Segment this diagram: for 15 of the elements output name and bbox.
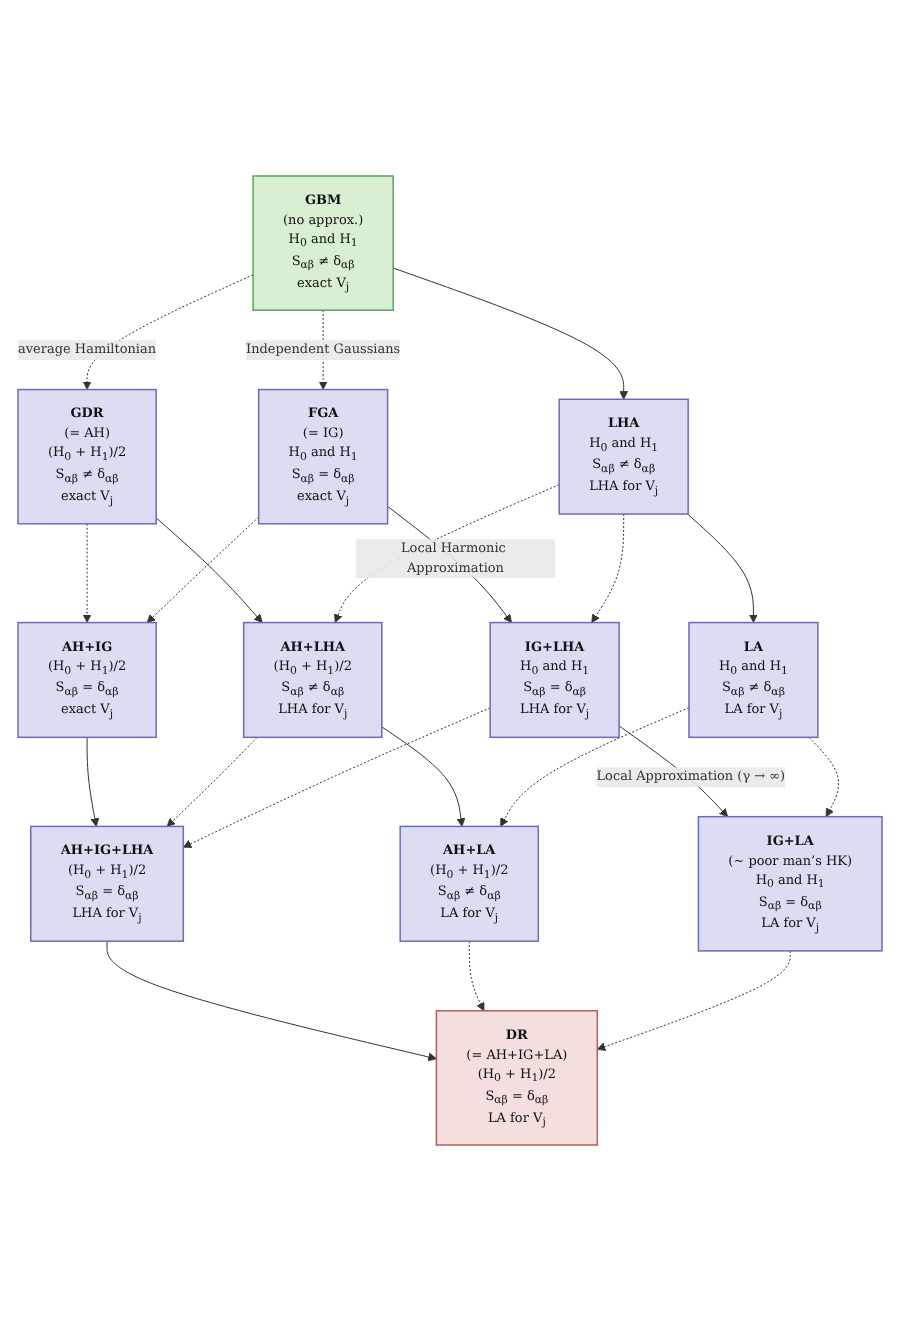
arrow: [381, 726, 466, 828]
arrow: [808, 737, 840, 818]
arrow: [106, 941, 437, 1062]
arrow: [82, 523, 92, 624]
arrow: [596, 950, 791, 1052]
arrow: [500, 707, 690, 828]
arrow: [182, 707, 491, 849]
arrow: [591, 514, 625, 624]
arrow: [392, 268, 629, 401]
arrow: [86, 737, 100, 828]
arrow: [468, 941, 485, 1012]
arrow: [687, 514, 758, 624]
arrow: [82, 274, 254, 391]
arrow: [166, 737, 258, 828]
arrow: [318, 310, 328, 391]
